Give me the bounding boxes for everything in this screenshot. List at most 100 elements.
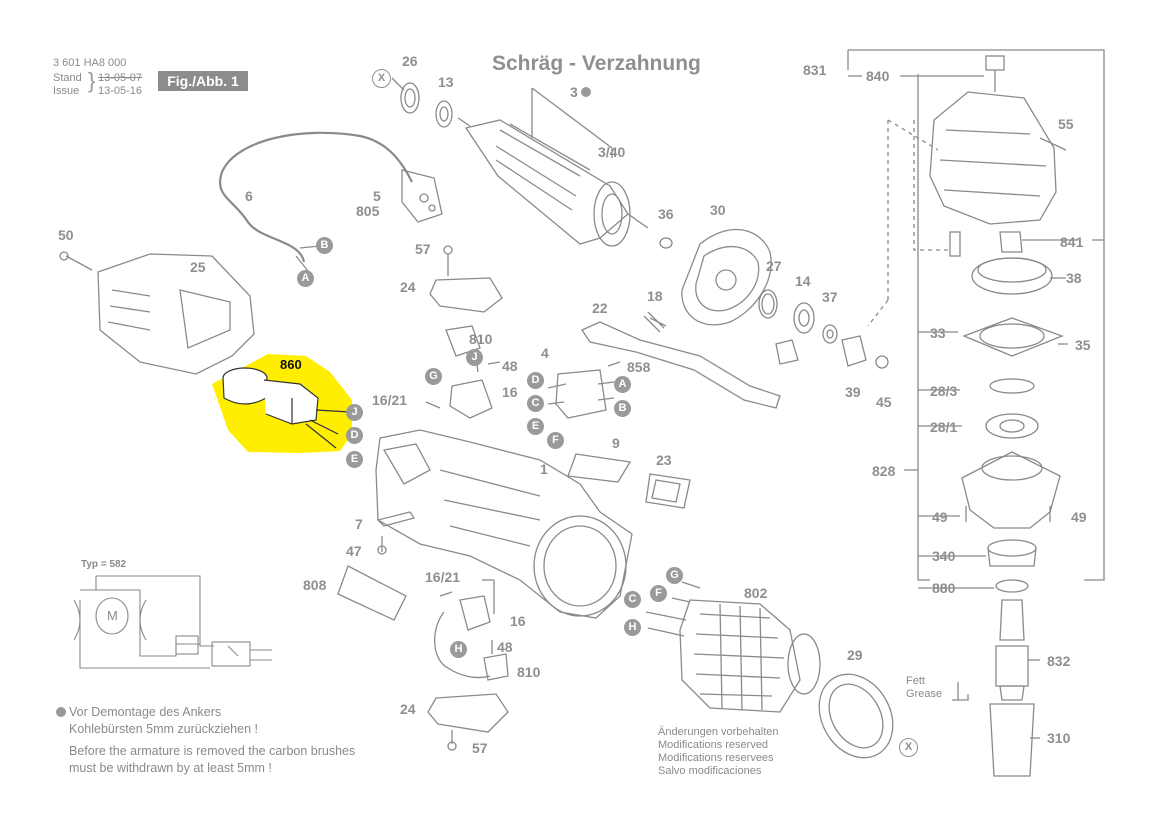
connector-badge-b: B: [316, 237, 333, 254]
part-36: 36: [658, 206, 674, 222]
part-1: 1: [540, 461, 548, 477]
reference-x-top: X: [372, 69, 391, 88]
connector-badge-c-stator: C: [624, 591, 641, 608]
housing-cover-25: [97, 253, 255, 375]
part-29: 29: [847, 647, 863, 663]
part-4: 4: [541, 345, 549, 361]
connector-badge-c-switch: C: [527, 395, 544, 412]
doc-number: 3 601 HA8 000: [53, 57, 127, 69]
modifications-es: Salvo modificaciones: [658, 765, 762, 777]
part-48-top: 48: [502, 358, 518, 374]
part-47: 47: [346, 543, 362, 559]
wiring-schematic: [73, 575, 272, 669]
note-de-line2: Kohlebürsten 5mm zurückziehen !: [69, 722, 258, 736]
switch-4: [555, 369, 607, 419]
part-37: 37: [822, 289, 838, 305]
part-38: 38: [1066, 270, 1082, 286]
part-24-bottom: 24: [400, 701, 416, 717]
gear-head-840: [929, 55, 1057, 225]
fett-label: Fett: [906, 675, 925, 687]
part-28-1: 28/1: [930, 419, 958, 435]
part-5: 5: [373, 188, 381, 204]
part-805: 805: [356, 203, 380, 219]
part-802: 802: [744, 585, 768, 601]
lock-lever-22: [581, 321, 781, 409]
part-45: 45: [876, 394, 892, 410]
issue-date: 13-05-16: [98, 85, 143, 97]
part-310: 310: [1047, 730, 1071, 746]
power-cable: [219, 131, 413, 263]
part-49-left: 49: [932, 509, 948, 525]
circuit-type-label: Typ = 582: [81, 559, 127, 570]
part-35: 35: [1075, 337, 1091, 353]
modifications-fr: Modifications reservees: [658, 752, 774, 764]
part-16-21-top: 16/21: [372, 392, 408, 408]
part-26: 26: [402, 53, 418, 69]
part-57-bottom: 57: [472, 740, 488, 756]
note-de-line1: Vor Demontage des Ankers: [69, 705, 222, 719]
modifications-en: Modifications reserved: [658, 739, 769, 751]
issue-label: Issue: [53, 85, 80, 97]
plug-805: [401, 169, 443, 223]
grease-label: Grease: [906, 688, 943, 700]
connector-badge-d-switch: D: [527, 372, 544, 389]
connector-badge-b-switch: B: [614, 400, 631, 417]
connector-badge-j-switch: J: [466, 349, 483, 366]
connector-badge-e: E: [346, 451, 363, 468]
part-810-bottom: 810: [517, 664, 541, 680]
part-27: 27: [766, 258, 782, 274]
part-9: 9: [612, 435, 620, 451]
switch-module-860: [222, 367, 351, 449]
part-50: 50: [58, 227, 74, 243]
connector-badge-g-stator: G: [666, 567, 683, 584]
part-832: 832: [1047, 653, 1071, 669]
armature-3: [457, 117, 649, 247]
bearing-flange-828: [961, 451, 1061, 529]
figure-label: Fig./Abb. 1: [158, 71, 248, 91]
connector-badge-d: D: [346, 427, 363, 444]
part-22: 22: [592, 300, 608, 316]
part-30: 30: [710, 202, 726, 218]
connector-badge-h-stator: H: [624, 619, 641, 636]
part-340: 340: [932, 548, 956, 564]
part-48-bottom: 48: [497, 639, 513, 655]
connector-badge-a-switch: A: [614, 376, 631, 393]
connector-badge-j: J: [346, 404, 363, 421]
part-25: 25: [190, 259, 206, 275]
diagram-title: Schräg - Verzahnung: [492, 52, 701, 75]
part-28-3: 28/3: [930, 383, 958, 399]
part-810-top: 810: [469, 331, 493, 347]
note-en-line2: must be withdrawn by at least 5mm !: [69, 761, 272, 775]
part-24-top: 24: [400, 279, 416, 295]
part-860-label: 860: [280, 357, 302, 372]
part-831: 831: [803, 62, 827, 78]
part-828: 828: [872, 463, 896, 479]
note-en-line1: Before the armature is removed the carbo…: [69, 744, 356, 758]
part-858: 858: [627, 359, 651, 375]
part-840: 840: [866, 68, 890, 84]
stand-label: Stand: [53, 72, 82, 84]
part-841: 841: [1060, 234, 1084, 250]
part-49-right: 49: [1071, 509, 1087, 525]
ring-29: [818, 673, 894, 759]
modifications-de: Änderungen vorbehalten: [658, 726, 779, 738]
connector-badge-f-switch: F: [547, 432, 564, 449]
part-33: 33: [930, 325, 946, 341]
part-7: 7: [355, 516, 363, 532]
stator-802: [679, 599, 821, 713]
connector-badge-e-switch: E: [527, 418, 544, 435]
part-14: 14: [795, 273, 811, 289]
connector-badge-h-switch: H: [450, 641, 467, 658]
spindle-832: [989, 599, 1035, 777]
part-3: 3: [570, 84, 578, 100]
part-3-40: 3/40: [598, 144, 626, 160]
brace-icon: }: [88, 68, 96, 93]
part-13: 13: [438, 74, 454, 90]
connector-badge-g: G: [425, 368, 442, 385]
part-16-bottom: 16: [510, 613, 526, 629]
connector-badge-a: A: [297, 270, 314, 287]
part-23: 23: [656, 452, 672, 468]
connector-badge-f-stator: F: [650, 585, 667, 602]
